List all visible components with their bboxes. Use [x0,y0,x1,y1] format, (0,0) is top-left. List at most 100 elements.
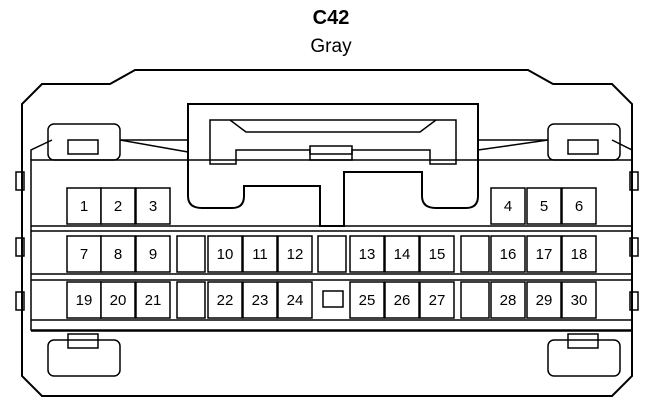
pin-number: 22 [217,292,234,309]
pin-cell-30: 30 [561,281,597,319]
pin-cell-2: 2 [100,187,136,225]
housing-clips [47,123,621,377]
pin-cavity [207,235,243,273]
pin-cell-13: 13 [349,235,385,273]
pin-cavity [66,187,102,225]
pin-cell-4: 4 [490,187,526,225]
pin-cell-15: 15 [419,235,455,273]
pin-cavity [66,281,102,319]
pin-cell-20: 20 [100,281,136,319]
connector-housing [15,69,639,397]
clip-bottom-right [547,333,621,377]
pin-number: 25 [359,292,376,309]
pin-number: 8 [114,246,122,263]
pin-number: 30 [571,292,588,309]
pin-cell-26: 26 [384,281,420,319]
blank-cavities [176,235,490,319]
pin-cavity [100,281,136,319]
pin-cell-25: 25 [349,281,385,319]
pin-number: 28 [500,292,517,309]
pin-cavity [419,281,455,319]
pin-cavity [419,235,455,273]
pin-cell-23: 23 [242,281,278,319]
pin-number: 17 [536,246,553,263]
pin-cavity [561,187,597,225]
pin-cavity [242,235,278,273]
pin-number: 16 [500,246,517,263]
pin-cell-27: 27 [419,281,455,319]
pin-cavity [100,187,136,225]
pin-cell-17: 17 [526,235,562,273]
pin-cavity [561,235,597,273]
pin-number: 14 [394,246,411,263]
pin-cell-24: 24 [277,281,313,319]
pin-number: 29 [536,292,553,309]
pin-number: 6 [575,198,583,215]
pin-number: 21 [145,292,162,309]
clip-bottom-left [47,333,121,377]
pin-cavity [526,187,562,225]
pin-cell-5: 5 [526,187,562,225]
locking-latch [187,103,479,227]
pin-cell-1: 1 [66,187,102,225]
pin-cell-11: 11 [242,235,278,273]
pin-cell-21: 21 [135,281,171,319]
pin-cell-7: 7 [66,235,102,273]
pin-number: 4 [504,198,512,215]
pin-cell-29: 29 [526,281,562,319]
pin-cavity [490,187,526,225]
pin-cavity [349,281,385,319]
pin-cell-22: 22 [207,281,243,319]
pin-cavity [526,235,562,273]
pin-number: 10 [217,246,234,263]
pin-cavity [207,281,243,319]
pin-number: 1 [80,198,88,215]
pin-cavity [135,187,171,225]
pin-cavity [66,235,102,273]
pin-number: 23 [252,292,269,309]
pin-cavity [490,235,526,273]
pin-number: 11 [252,246,268,263]
pin-cavity [242,281,278,319]
clip-top-left [47,123,121,161]
pin-number: 24 [287,292,304,309]
pin-cavity [277,281,313,319]
pin-number: 2 [114,198,122,215]
pin-cavity [526,281,562,319]
pin-number: 12 [287,246,304,263]
pin-cell-10: 10 [207,235,243,273]
pin-cell-9: 9 [135,235,171,273]
connector-id-title: C42 [313,7,350,29]
pin-cavity [561,281,597,319]
pin-cavity [384,281,420,319]
pin-number: 5 [540,198,548,215]
pin-cavity [349,235,385,273]
pin-cavity [277,235,313,273]
pin-cell-8: 8 [100,235,136,273]
pin-cell-19: 19 [66,281,102,319]
pin-cavity [135,235,171,273]
key-slot [322,290,344,308]
pin-number: 26 [394,292,411,309]
pin-number: 19 [76,292,93,309]
pin-cell-28: 28 [490,281,526,319]
pin-cavity [135,281,171,319]
pin-cell-3: 3 [135,187,171,225]
pin-cavity [490,281,526,319]
pin-cell-14: 14 [384,235,420,273]
pin-cell-16: 16 [490,235,526,273]
pin-number: 13 [359,246,376,263]
pin-number: 9 [149,246,157,263]
pin-number: 27 [429,292,446,309]
pin-cavity [100,235,136,273]
pin-number: 7 [80,246,88,263]
pin-cell-6: 6 [561,187,597,225]
pin-cell-12: 12 [277,235,313,273]
pin-number: 15 [429,246,446,263]
pin-cavity [384,235,420,273]
clip-top-right [547,123,621,161]
pin-number: 3 [149,198,157,215]
pin-number: 20 [110,292,127,309]
